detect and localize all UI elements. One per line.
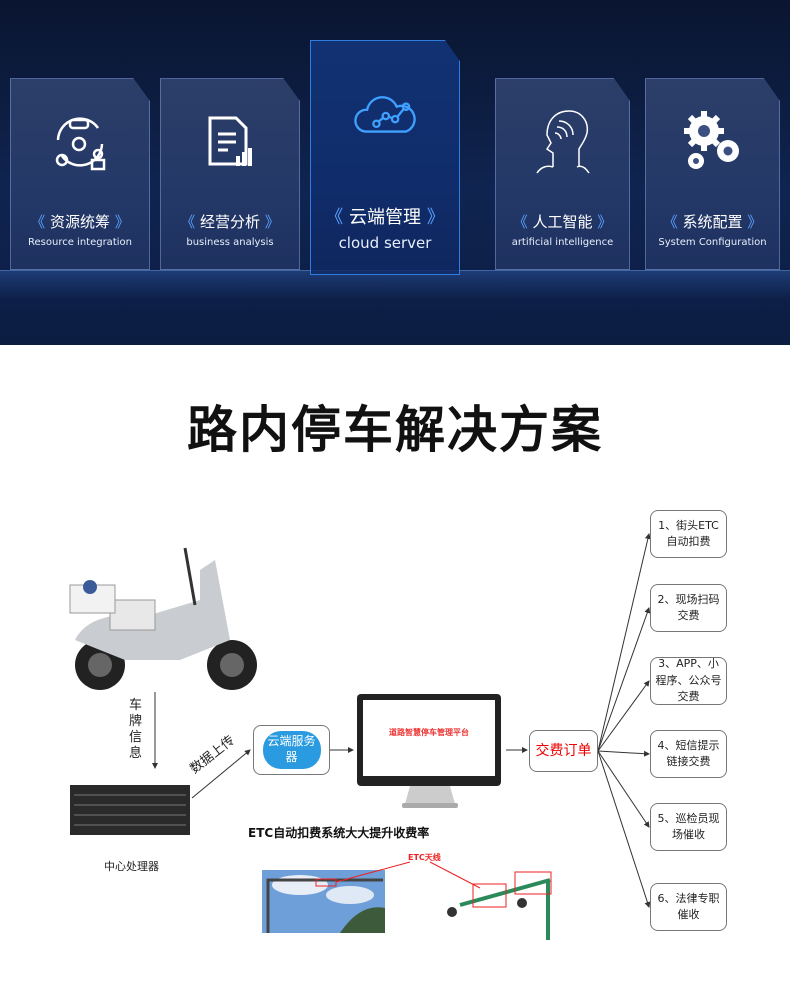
gears-icon — [678, 107, 748, 177]
panel-cn-label: 人工智能 — [496, 211, 629, 232]
report-icon — [195, 107, 265, 177]
panel-config[interactable]: 系统配置 System Configuration — [645, 78, 780, 270]
panel-analysis[interactable]: 经营分析 business analysis — [160, 78, 300, 270]
ai-head-icon — [528, 107, 598, 177]
panel-en-label: artificial intelligence — [511, 237, 614, 248]
cloud-server-node: 云端服务器 — [253, 725, 330, 775]
cloud-icon — [350, 81, 420, 151]
etc-antenna-label: ETC天线 — [408, 853, 441, 862]
panel-ai[interactable]: 人工智能 artificial intelligence — [495, 78, 630, 270]
method-1: 1、街头ETC自动扣费 — [650, 510, 727, 558]
server-image — [70, 785, 190, 835]
panel-en-label: System Configuration — [658, 237, 767, 248]
panel-cn-label: 云端管理 — [311, 203, 459, 229]
monitor-image — [357, 694, 501, 808]
etc-photo-left — [262, 861, 411, 933]
platform-label: 道路智慧停车管理平台 — [389, 728, 469, 737]
method-2: 2、现场扫码交费 — [650, 584, 727, 632]
panel-resource[interactable]: 资源统筹 Resource integration — [10, 78, 150, 270]
panel-en-label: cloud server — [338, 234, 432, 252]
panel-cn-label: 经营分析 — [161, 211, 299, 232]
etc-photo-right — [429, 861, 552, 940]
panel-cn-label: 资源统筹 — [11, 211, 149, 232]
plate-info-label: 车牌信息 — [129, 698, 143, 761]
page-title: 路内停车解决方案 — [187, 401, 603, 459]
method-4: 4、短信提示链接交费 — [650, 730, 727, 778]
cloud-server-label: 云端服务器 — [262, 731, 321, 769]
panel-en-label: Resource integration — [28, 237, 132, 248]
order-node: 交费订单 — [529, 730, 598, 772]
method-5: 5、巡检员现场催收 — [650, 803, 727, 851]
method-3: 3、APP、小程序、公众号交费 — [650, 657, 727, 705]
panel-en-label: business analysis — [186, 237, 274, 248]
server-label: 中心处理器 — [104, 860, 159, 873]
panel-cn-label: 系统配置 — [646, 211, 779, 232]
hero-banner: 资源统筹 Resource integration 经营分析 business … — [0, 0, 790, 345]
resource-icon — [45, 107, 115, 177]
etc-title: ETC自动扣费系统大大提升收费率 — [248, 826, 430, 840]
scooter-image — [69, 547, 257, 690]
method-6: 6、法律专职催收 — [650, 883, 727, 931]
panel-cloud[interactable]: 云端管理 cloud server — [310, 40, 460, 275]
